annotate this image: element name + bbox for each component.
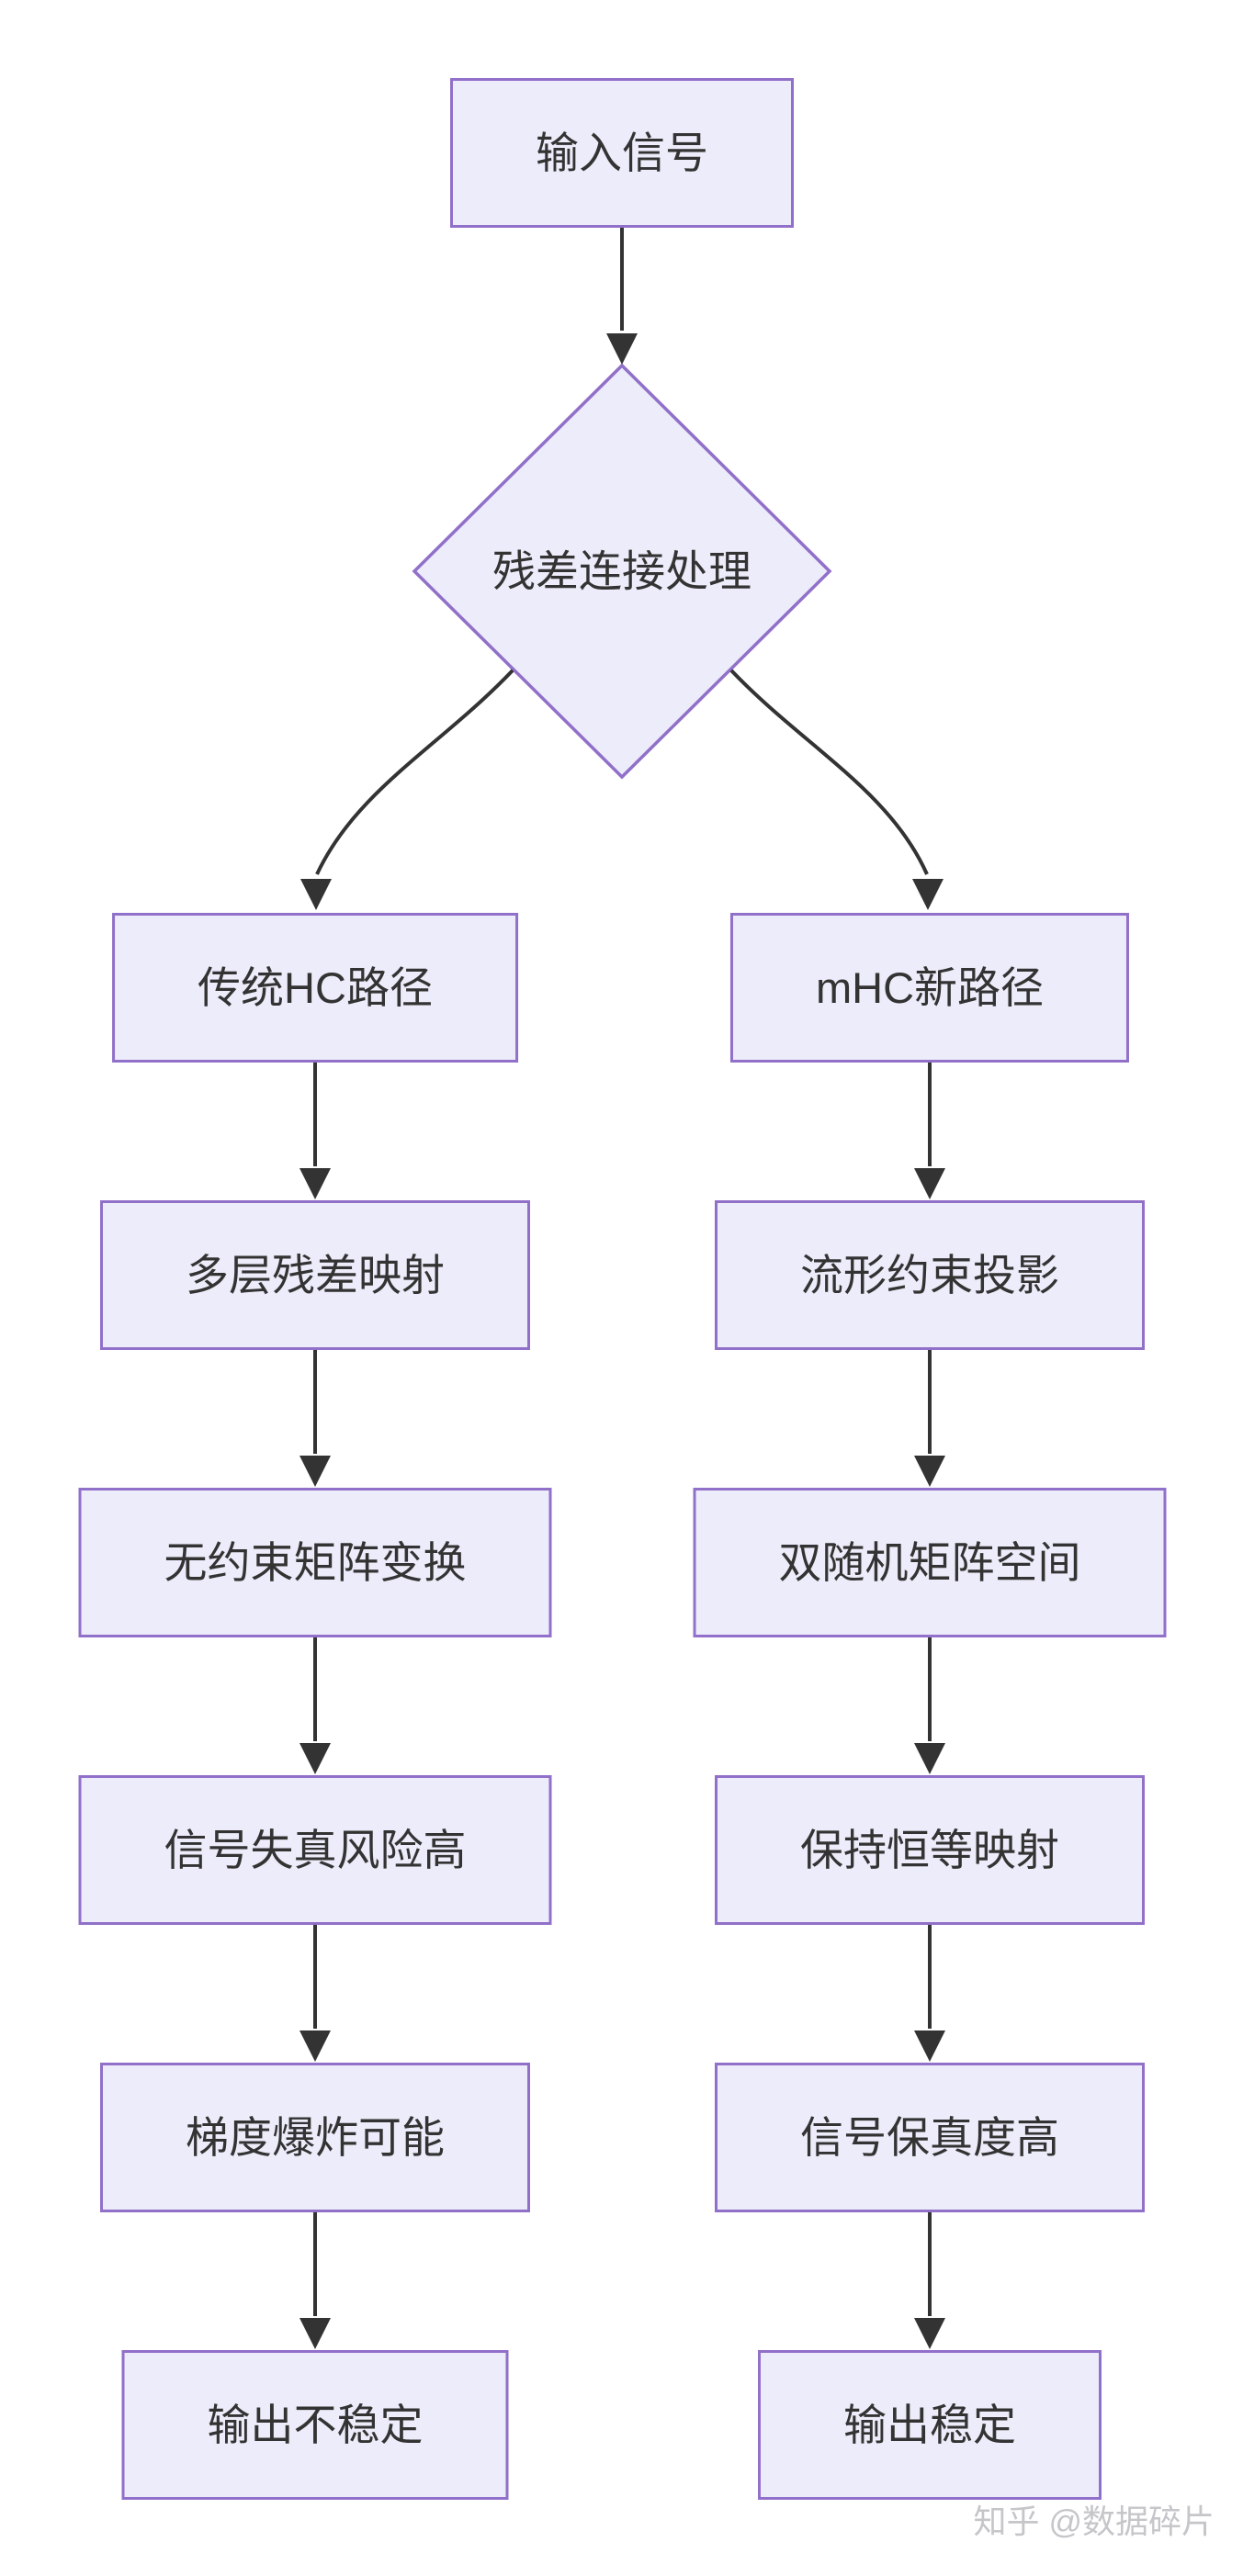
node-signal-distortion-risk-high: 信号失真风险高 bbox=[78, 1775, 552, 1925]
arrowhead bbox=[299, 1743, 331, 1774]
node-identity-mapping-preserved: 保持恒等映射 bbox=[715, 1775, 1145, 1925]
edge-decision-to-mhc bbox=[729, 669, 929, 875]
arrowhead bbox=[914, 1168, 945, 1199]
node-output-unstable: 输出不稳定 bbox=[121, 2350, 509, 2500]
node-manifold-constraint-projection: 流形约束投影 bbox=[715, 1200, 1145, 1350]
node-signal-fidelity-high: 信号保真度高 bbox=[715, 2063, 1145, 2212]
decision-diamond-shape bbox=[412, 363, 832, 780]
node-traditional-hc-path: 传统HC路径 bbox=[112, 913, 518, 1063]
arrowhead bbox=[299, 1456, 331, 1487]
node-input-signal: 输入信号 bbox=[450, 78, 794, 228]
node-mhc-new-path: mHC新路径 bbox=[729, 913, 1130, 1063]
arrowhead bbox=[299, 2318, 331, 2349]
arrowhead bbox=[912, 879, 944, 910]
node-decision-residual-connection: 残差连接处理 bbox=[492, 546, 751, 596]
arrowhead bbox=[300, 879, 332, 910]
watermark: 知乎 @数据碎片 bbox=[973, 2503, 1215, 2540]
node-gradient-explosion-possible: 梯度爆炸可能 bbox=[100, 2063, 530, 2212]
arrowhead bbox=[914, 1456, 945, 1487]
arrowhead bbox=[914, 2318, 945, 2349]
arrowhead bbox=[299, 1168, 331, 1199]
node-output-stable: 输出稳定 bbox=[758, 2350, 1102, 2500]
node-unconstrained-matrix-transform: 无约束矩阵变换 bbox=[78, 1488, 552, 1637]
node-multilayer-residual-mapping: 多层残差映射 bbox=[100, 1200, 530, 1350]
arrowhead bbox=[606, 333, 638, 365]
node-doubly-stochastic-matrix-space: 双随机矩阵空间 bbox=[693, 1488, 1167, 1637]
edge-decision-to-traditional bbox=[315, 669, 514, 875]
arrowhead bbox=[914, 2030, 945, 2062]
arrowhead bbox=[299, 2030, 331, 2062]
arrowhead bbox=[914, 1743, 945, 1774]
